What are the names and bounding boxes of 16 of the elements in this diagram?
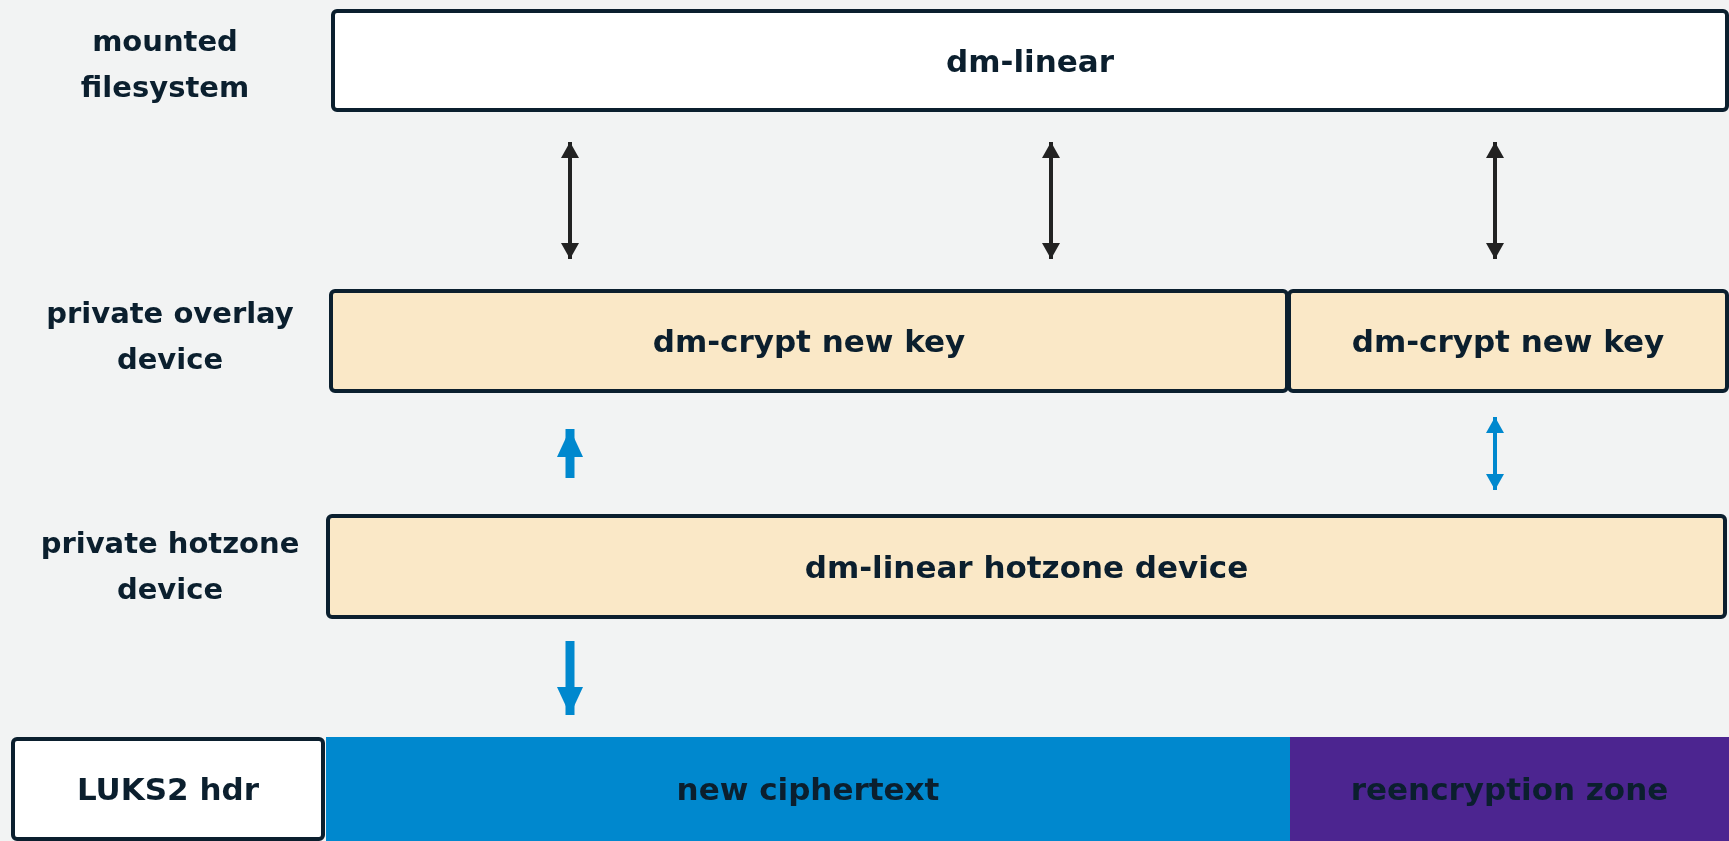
device-box: dm-linear hotzone device bbox=[326, 514, 1727, 619]
data-segment: reencryption zone bbox=[1290, 737, 1729, 841]
double-arrow bbox=[1042, 142, 1060, 259]
row-label: private overlay device bbox=[45, 295, 295, 379]
device-box: dm-crypt new key bbox=[329, 289, 1289, 393]
double-arrow bbox=[1486, 142, 1504, 259]
header-box: LUKS2 hdr bbox=[11, 737, 325, 841]
arrow bbox=[557, 641, 583, 715]
arrow bbox=[557, 429, 583, 478]
double-arrow bbox=[1486, 417, 1504, 490]
data-segment: new ciphertext bbox=[326, 737, 1290, 841]
double-arrow bbox=[561, 142, 579, 259]
device-box: dm-linear bbox=[331, 9, 1729, 112]
row-label: private hotzone device bbox=[39, 525, 301, 609]
device-box: dm-crypt new key bbox=[1287, 289, 1729, 393]
row-label: mounted filesystem bbox=[79, 23, 251, 107]
